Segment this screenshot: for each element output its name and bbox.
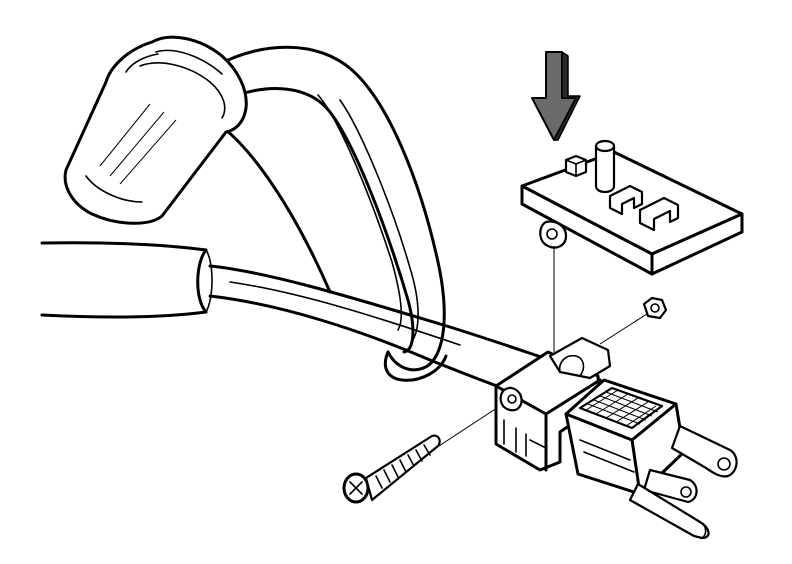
screw — [342, 434, 441, 504]
cord-clamp-strap — [63, 35, 448, 382]
power-plug — [564, 378, 738, 540]
power-cord — [40, 241, 558, 394]
nut — [642, 296, 668, 320]
strap-sleeve — [63, 35, 248, 225]
strain-relief-bracket — [520, 51, 744, 276]
cord-clamp-cover — [494, 336, 612, 472]
insert-direction-arrow — [531, 51, 581, 141]
plug-grip-ribs — [578, 386, 664, 430]
